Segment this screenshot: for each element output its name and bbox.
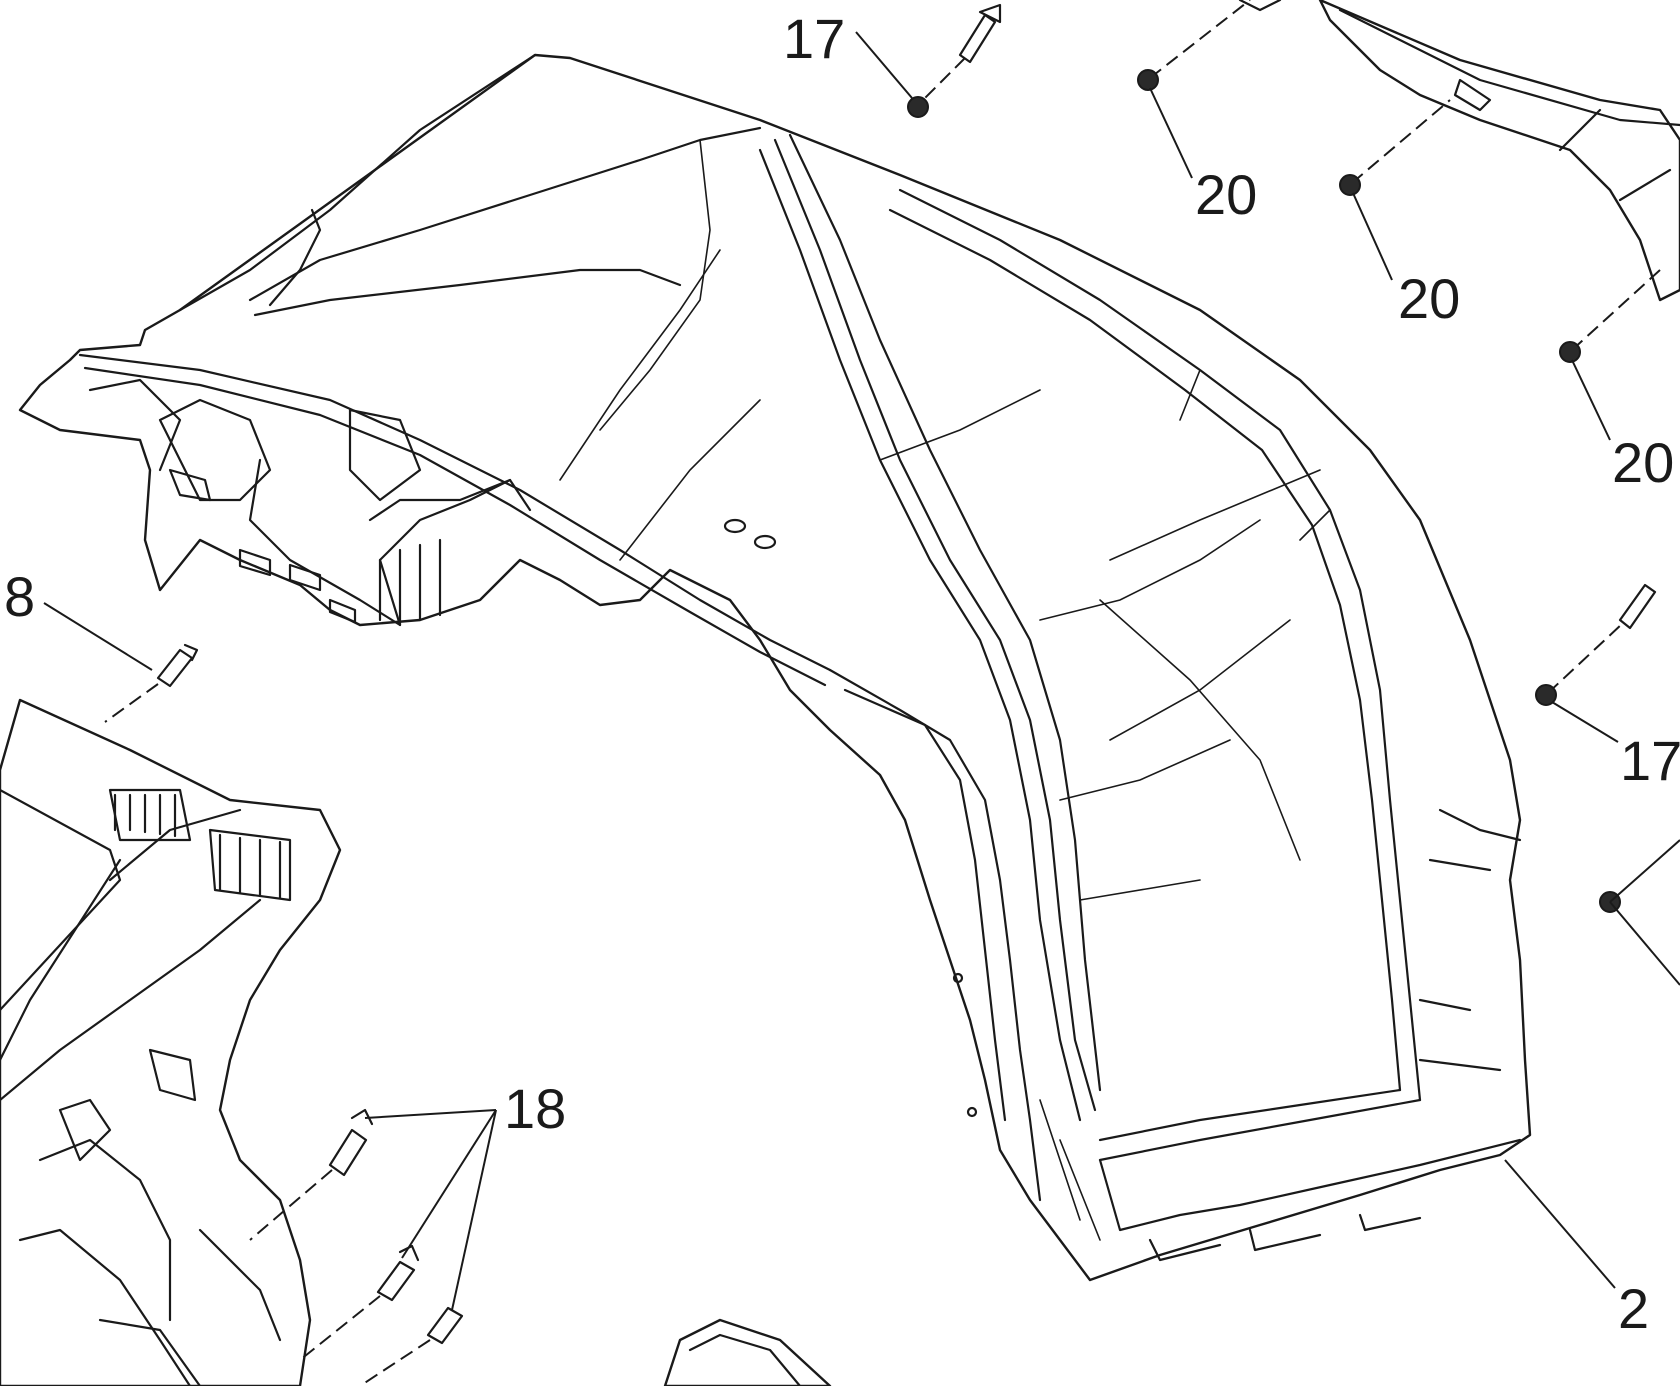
lower-left-panel: [0, 698, 342, 1386]
callout-18: 18: [504, 1077, 566, 1140]
callout-17-top: 17: [783, 7, 845, 70]
fender-panel-part-2: [18, 53, 1532, 1282]
bolt-17-right: [1618, 583, 1657, 630]
callout-20-right: 20: [1612, 431, 1674, 494]
callout-20-top: 20: [1195, 163, 1257, 226]
nut-20-b: [1339, 174, 1361, 196]
leader-lines: [43, 31, 1619, 1311]
callout-labels: 17 20 20 20 8 17 18 2: [4, 7, 1680, 1340]
push-rivet-18-c: [426, 1306, 464, 1345]
upper-right-bracket: [1238, 0, 1680, 302]
nut-20-a: [1137, 69, 1159, 91]
bolt-17-upper: [958, 13, 997, 64]
nut-17-upper: [907, 96, 929, 118]
nut-17-right: [1535, 684, 1557, 706]
push-rivet-8: [156, 648, 194, 688]
callout-8: 8: [4, 565, 35, 628]
bottom-center-part: [663, 1318, 832, 1386]
callout-17-right: 17: [1620, 729, 1680, 792]
callout-2: 2: [1618, 1277, 1649, 1340]
push-rivet-18-b: [376, 1260, 416, 1302]
nut-20-c: [1559, 341, 1581, 363]
push-rivet-18-a: [328, 1128, 368, 1177]
fastener-hardware: [104, 0, 1680, 1386]
callout-20-middle: 20: [1398, 267, 1460, 330]
